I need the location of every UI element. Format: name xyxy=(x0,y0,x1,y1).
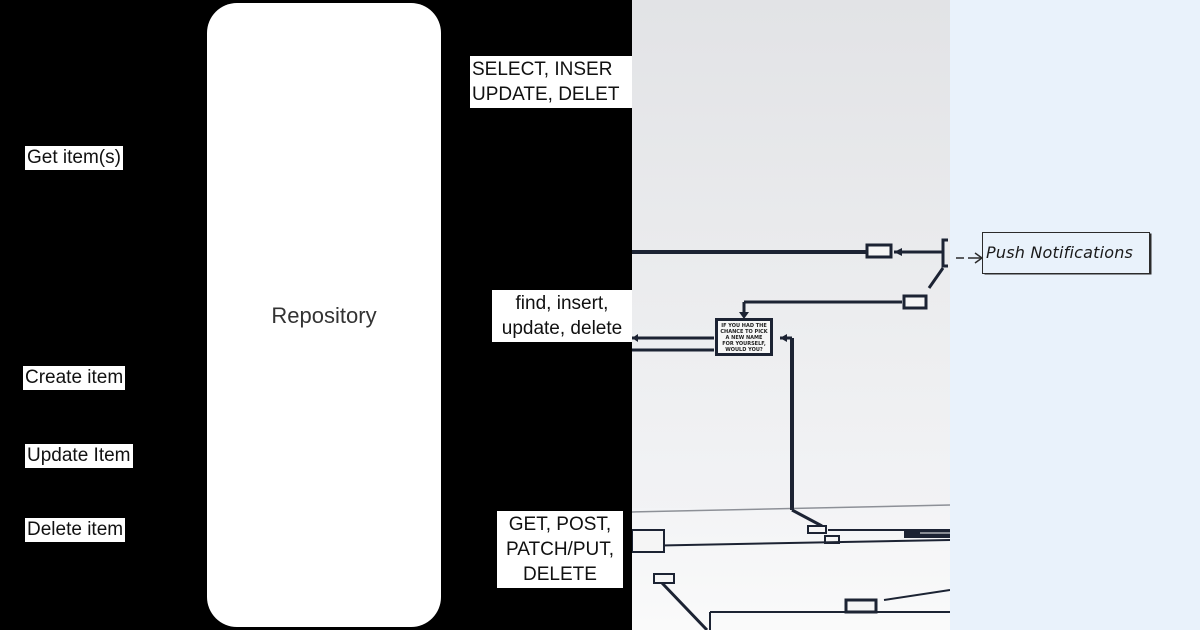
push-notifications-box xyxy=(982,232,1150,274)
http-line-3: DELETE xyxy=(523,564,597,585)
wall-sign: IF YOU HAD THE CHANCE TO PICK A NEW NAME… xyxy=(715,318,773,356)
repository-diagram: Repository Get item(s) Create item Updat… xyxy=(23,3,632,627)
sql-operations-label: SELECT, INSER UPDATE, DELET xyxy=(470,56,632,108)
floor xyxy=(632,508,950,630)
repository-box: Repository xyxy=(207,3,441,627)
http-methods-label: GET, POST, PATCH/PUT, DELETE xyxy=(497,511,623,588)
http-line-2: PATCH/PUT, xyxy=(505,539,615,560)
orm-operations-label: find, insert, update, delete xyxy=(492,290,632,342)
http-line-1: GET, POST, xyxy=(508,514,612,535)
action-get-items: Get item(s) xyxy=(25,146,123,170)
action-update-item: Update Item xyxy=(25,444,133,468)
orm-line-1: find, insert, xyxy=(515,293,609,314)
action-delete-item: Delete item xyxy=(25,518,126,542)
action-create-item: Create item xyxy=(23,366,126,390)
sketch-panel: Push Notifications xyxy=(950,0,1200,630)
push-notifications-label: Push Notifications xyxy=(986,243,1134,262)
sql-line-2: UPDATE, DELET xyxy=(472,84,620,105)
wall-lines-graphic xyxy=(632,238,950,630)
wall-diagram-photo: IF YOU HAD THE CHANCE TO PICK A NEW NAME… xyxy=(632,0,950,630)
sql-line-1: SELECT, INSER xyxy=(472,59,613,80)
repository-label: Repository xyxy=(271,303,377,328)
orm-line-2: update, delete xyxy=(501,318,623,339)
